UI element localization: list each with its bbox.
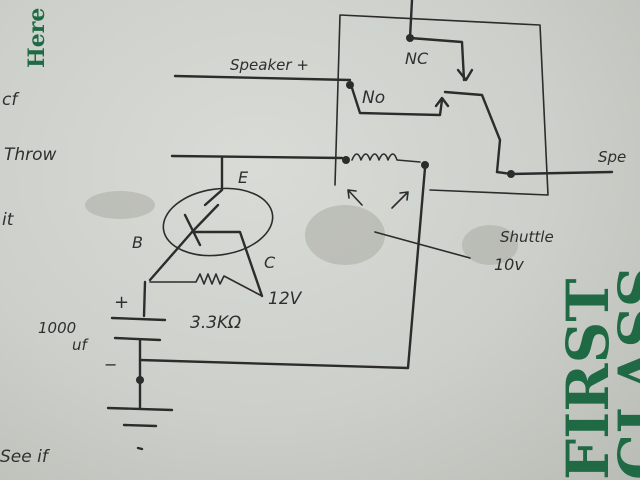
wire-top bbox=[408, 0, 414, 40]
label-cap-minus: − bbox=[104, 355, 117, 374]
transistor-collector bbox=[190, 203, 264, 298]
smudge bbox=[305, 205, 385, 265]
wire-speaker-plus bbox=[173, 74, 352, 82]
coil-arrow-left bbox=[347, 189, 363, 206]
coil-arrow-right bbox=[391, 191, 409, 209]
label-12v: 12V bbox=[268, 289, 303, 309]
label-shuttle-volts: 10v bbox=[494, 255, 524, 274]
label-cap-plus: + bbox=[114, 292, 129, 313]
label-b: B bbox=[132, 233, 143, 252]
smudge bbox=[462, 225, 518, 265]
left-frag-see-if: See if bbox=[0, 447, 51, 467]
ground-node bbox=[136, 376, 144, 384]
relay-outline bbox=[334, 14, 549, 196]
label-e: E bbox=[238, 168, 249, 187]
label-nc: NC bbox=[405, 49, 429, 68]
switch-arm bbox=[443, 90, 502, 174]
label-cap-value: 1000 bbox=[38, 319, 76, 337]
cap-plate-bottom bbox=[113, 336, 162, 342]
no-arrow bbox=[434, 96, 450, 108]
left-frag-throw: Throw bbox=[4, 145, 57, 165]
label-shuttle: Shuttle bbox=[500, 228, 554, 246]
wire-no bbox=[350, 86, 444, 117]
wire-base bbox=[148, 230, 194, 282]
shuttle-pointer bbox=[374, 231, 471, 259]
wire-return bbox=[138, 166, 427, 370]
poster-class: CLASS bbox=[606, 266, 640, 480]
wire-top-rail bbox=[170, 154, 344, 160]
nc-arrow bbox=[456, 68, 474, 82]
poster-first: FIRST bbox=[554, 278, 622, 480]
coil-left-terminal bbox=[342, 156, 350, 164]
label-speaker-right: Spe bbox=[598, 148, 626, 166]
ground-symbol bbox=[106, 406, 174, 451]
label-no: No bbox=[362, 88, 385, 108]
wire-emitter bbox=[203, 156, 224, 207]
left-frag-here: Here bbox=[24, 8, 50, 68]
coil-right-terminal bbox=[421, 161, 429, 169]
left-frag-cf: cf bbox=[2, 90, 20, 110]
wire-nc bbox=[408, 36, 466, 82]
label-cap-unit: uf bbox=[72, 336, 90, 354]
resistor bbox=[149, 273, 263, 297]
left-frag-it: it bbox=[2, 210, 15, 230]
smudge bbox=[85, 191, 155, 219]
label-speaker-plus: Speaker + bbox=[230, 56, 309, 74]
wire-cap-top bbox=[142, 280, 147, 318]
wire-speaker-right bbox=[495, 170, 614, 176]
relay-coil bbox=[351, 153, 421, 163]
label-c: C bbox=[264, 253, 276, 272]
cap-plate-top bbox=[110, 316, 167, 322]
transistor-body bbox=[162, 187, 274, 257]
label-resistor: 3.3KΩ bbox=[190, 313, 241, 333]
